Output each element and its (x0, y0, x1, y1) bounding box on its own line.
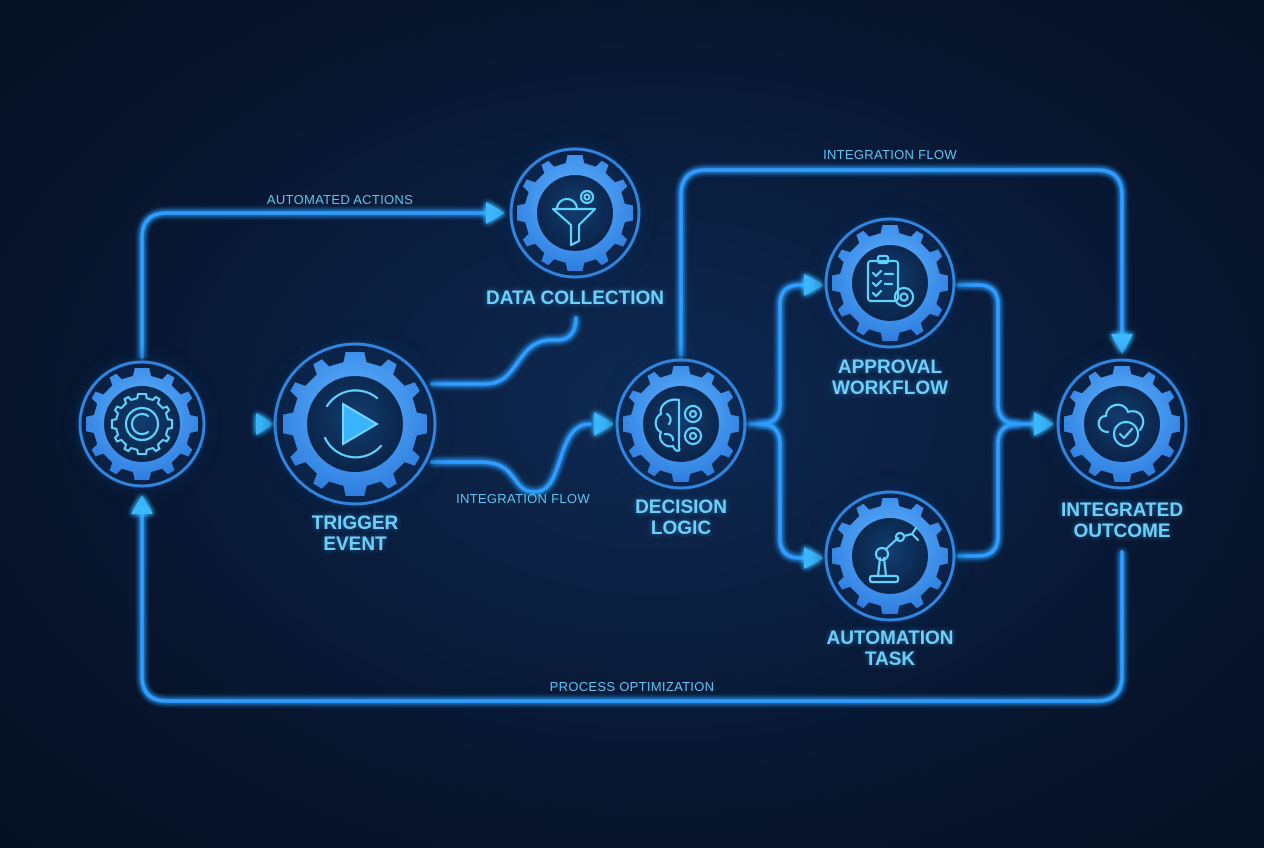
label-line: DECISION (635, 497, 727, 518)
cloud-check-icon (1097, 403, 1145, 448)
node-label-trigger-event: TRIGGER EVENT (312, 513, 399, 555)
label-line: EVENT (323, 534, 387, 555)
label-line: OUTCOME (1073, 521, 1171, 542)
edge-label-integration-flow-middle: INTEGRATION FLOW (456, 491, 590, 506)
node-approval-workflow[interactable] (822, 215, 958, 351)
label-line: APPROVAL (837, 357, 943, 378)
arrow-head-icon (594, 412, 614, 436)
label-line: WORKFLOW (831, 378, 949, 399)
arrow-head-icon (804, 274, 824, 296)
robot-arm-icon (868, 526, 920, 584)
gear-icon (112, 394, 172, 454)
edge-automated-actions (140, 211, 490, 360)
node-label-integrated-outcome: INTEGRATED OUTCOME (1061, 500, 1183, 542)
edges (131, 168, 1133, 703)
label-line: INTEGRATED (1060, 500, 1184, 521)
label-line: TASK (864, 649, 916, 670)
arrow-head-icon (256, 413, 274, 435)
label-line: TRIGGER (311, 513, 399, 534)
arrow-head-icon (1111, 334, 1133, 354)
node-label-data-collection: DATA COLLECTION (486, 288, 664, 309)
node-integrated-outcome[interactable] (1054, 356, 1190, 492)
node-trigger-event[interactable] (271, 340, 439, 508)
node-automation-task[interactable] (822, 488, 958, 624)
clipboard-gear-icon (866, 254, 915, 308)
brain-gears-icon (654, 398, 703, 452)
edge-label-process-optimization: PROCESS OPTIMIZATION (549, 679, 715, 694)
edge-automation-to-outcome (954, 422, 1020, 558)
edge-decision-to-automation (758, 422, 810, 560)
edge-approval-to-outcome (954, 283, 1040, 426)
edge-label-automated-actions: AUTOMATED ACTIONS (266, 192, 414, 207)
node-label-approval-workflow: APPROVAL WORKFLOW (832, 357, 948, 399)
edge-trigger-to-decision-lower (430, 422, 592, 494)
edge-integration-flow-top (679, 168, 1124, 360)
node-decision-logic[interactable] (613, 356, 749, 492)
label-line: DATA COLLECTION (485, 288, 665, 309)
edge-decision-branch (744, 283, 810, 426)
label-line: LOGIC (650, 518, 712, 539)
arrow-head-icon (131, 495, 153, 514)
funnel-gears-icon (551, 189, 597, 247)
node-label-decision-logic: DECISION LOGIC (635, 497, 727, 539)
node-data-collection[interactable] (507, 145, 643, 281)
label-line: AUTOMATION (826, 628, 954, 649)
arrow-head-icon (1034, 412, 1054, 436)
edge-process-optimization (140, 510, 1124, 703)
node-label-automation-task: AUTOMATION TASK (826, 628, 953, 670)
arrow-head-icon (804, 547, 824, 569)
edge-trigger-to-data (430, 316, 578, 386)
node-start[interactable] (76, 358, 208, 490)
arrow-head-icon (486, 202, 505, 224)
play-icon (323, 389, 383, 459)
edge-label-integration-flow-top: INTEGRATION FLOW (823, 147, 957, 162)
